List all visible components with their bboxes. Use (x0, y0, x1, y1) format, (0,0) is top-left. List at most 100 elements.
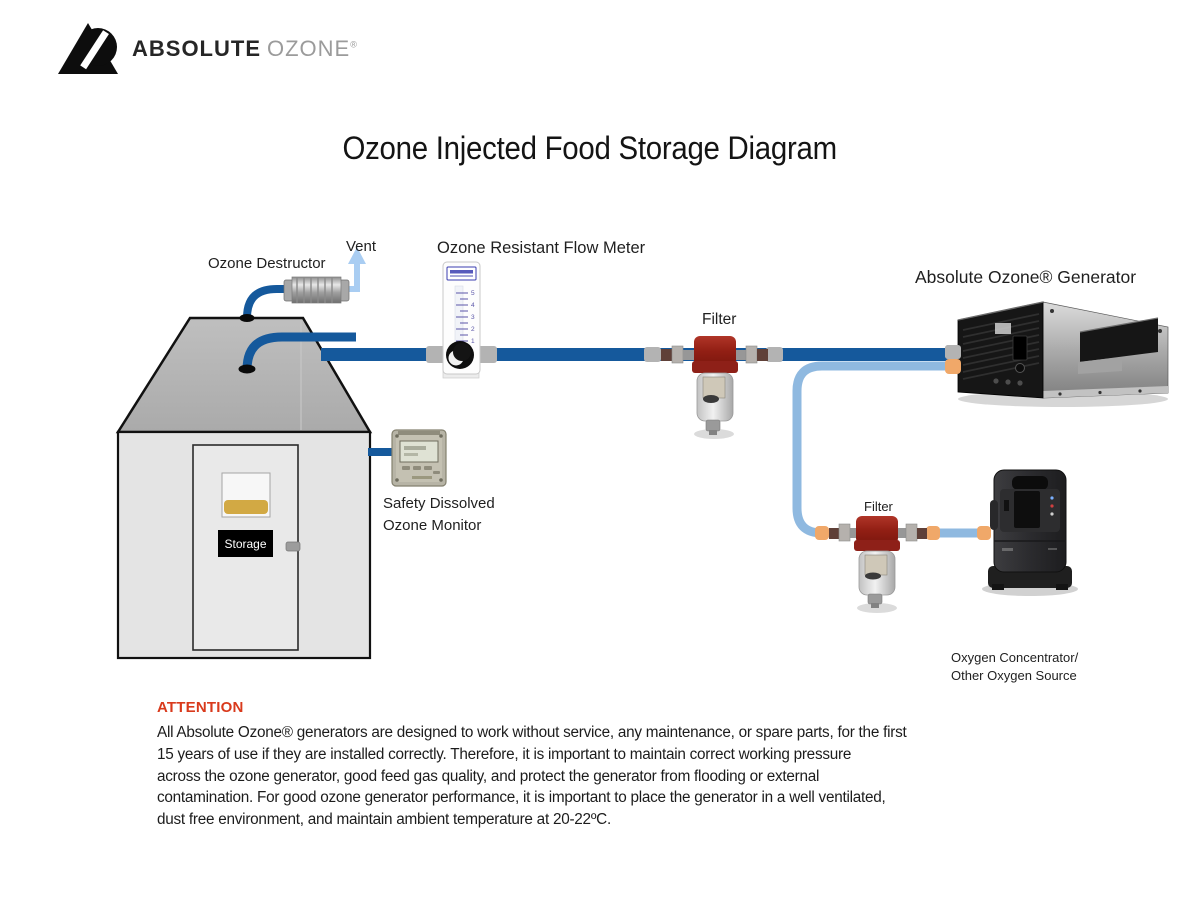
monitor-screws (395, 434, 443, 482)
filter-top-element (702, 376, 726, 399)
concentrator-switch (1004, 500, 1009, 511)
filter-bottom-collar-left (850, 528, 860, 538)
ozone-monitor-device (368, 429, 447, 487)
absolute-ozone-logo-icon (58, 23, 118, 74)
filter-top-nut-left (661, 349, 672, 361)
filter-bottom-element (864, 554, 888, 576)
filter-bottom-opening (865, 572, 881, 580)
generator-vent-step (1078, 357, 1122, 374)
flow-meter-device: 5 4 3 2 1 (442, 261, 481, 379)
attention-line-5: dust free environment, and maintain ambi… (157, 811, 611, 829)
generator-port (1015, 363, 1025, 373)
filter-top-cap-rim (692, 361, 738, 373)
filter-bottom-fitting-left (838, 523, 851, 542)
injection-pipe-line (242, 332, 356, 371)
filter-top-cap (694, 336, 736, 366)
svg-text:1: 1 (471, 338, 475, 345)
filter-bottom-cap (856, 516, 898, 544)
filter-top-drain (705, 419, 721, 432)
label-monitor-line1: Safety Dissolved (383, 495, 495, 512)
label-vent: Vent (346, 238, 377, 255)
monitor-lcd (399, 440, 439, 463)
filter-bottom-nut-left (829, 528, 839, 539)
label-oxygen-line1: Oxygen Concentrator/ (951, 650, 1079, 665)
filter-top-nut-right (757, 349, 768, 361)
concentrator-foot-left (992, 584, 1004, 590)
brand-name-light: OZONE (267, 36, 351, 61)
attention-note: ATTENTION All Absolute Ozone® generators… (157, 699, 1197, 831)
destructor-ribs (296, 277, 333, 303)
filter-top-collar-left (683, 350, 695, 360)
oxygen-connector-left (815, 526, 829, 540)
generator-fittings (993, 378, 1023, 386)
label-filter-bottom: Filter (864, 499, 893, 514)
svg-text:2: 2 (471, 326, 475, 333)
monitor-top-strip (398, 431, 440, 435)
concentrator-led-white (1050, 512, 1054, 516)
filter-top-device (661, 336, 768, 439)
attention-line-4: contamination. For good ozone generator … (157, 789, 886, 807)
attention-heading: ATTENTION (157, 699, 244, 716)
label-flow-meter: Ozone Resistant Flow Meter (437, 239, 646, 257)
flow-meter-ticks (456, 292, 468, 342)
label-ozone-destructor: Ozone Destructor (208, 255, 326, 272)
door-window-sill (224, 500, 268, 514)
label-monitor-line2: Ozone Monitor (383, 517, 482, 534)
storage-sign-text: Storage (224, 537, 266, 551)
storage-sign (218, 530, 273, 557)
concentrator-foot-right (1056, 584, 1068, 590)
generator-oxygen-connector (945, 359, 961, 374)
svg-text:4: 4 (471, 302, 475, 309)
filter-bottom-drain (867, 593, 883, 605)
attention-line-2: 15 years of use if they are installed co… (157, 745, 852, 763)
concentrator-led-red (1050, 504, 1054, 508)
svg-text:5: 5 (471, 290, 475, 297)
filter-bottom-cap-rim (854, 540, 900, 551)
concentrator-display (1014, 491, 1040, 528)
attention-line-3: across the ozone generator, good feed ga… (157, 767, 820, 785)
concentrator-led-blue (1050, 496, 1054, 500)
flow-meter-label-line1 (450, 270, 473, 274)
filter-bottom-collar-right (896, 528, 906, 538)
injection-pipe (238, 332, 356, 374)
attention-line-1: All Absolute Ozone® generators are desig… (157, 724, 907, 741)
filter-bottom-nut-right (917, 528, 927, 539)
destructor-pipe (243, 285, 294, 319)
oxygen-connector-source (977, 526, 991, 540)
monitor-buttons (402, 466, 440, 474)
filter-top-collar-right (734, 350, 746, 360)
roof-fitting-outer (239, 314, 255, 322)
filter-top-drain-tip (709, 430, 717, 435)
label-oxygen-line2: Other Oxygen Source (951, 668, 1077, 683)
oxygen-concentrator-device (982, 469, 1078, 596)
monitor-lcd-line2 (404, 453, 418, 456)
filter-bottom-device (815, 516, 991, 613)
monitor-pipe (368, 448, 395, 456)
page-title: Ozone Injected Food Storage Diagram (342, 130, 838, 166)
label-generator: Absolute Ozone® Generator (915, 267, 1137, 287)
concentrator-logo-dash (1002, 548, 1013, 551)
label-filter-top: Filter (702, 311, 737, 328)
flow-meter-label-line2 (450, 275, 473, 277)
concentrator-text-dash (1048, 548, 1057, 550)
generator-power-module (1012, 335, 1028, 361)
vent-arrow-icon (348, 247, 366, 264)
generator-top-edge (957, 301, 1044, 321)
filter-bottom-fitting-right (905, 523, 918, 542)
generator-vent-edge (1079, 317, 1159, 333)
roof-fitting-inner (238, 364, 256, 374)
filter-bottom-drain-tip (871, 603, 879, 608)
destructor-vent-assembly (239, 247, 366, 322)
filter-top-fitting-left (671, 345, 684, 364)
ozone-destructor-body (291, 276, 342, 304)
storage-room: Storage (115, 316, 373, 660)
concentrator-handle (1012, 476, 1048, 490)
door-handle (285, 541, 301, 552)
brand-name-bold: ABSOLUTE (132, 36, 261, 61)
flow-meter-knob-dark (453, 343, 471, 361)
filter-top-opening (703, 395, 719, 403)
svg-text:3: 3 (471, 314, 475, 321)
